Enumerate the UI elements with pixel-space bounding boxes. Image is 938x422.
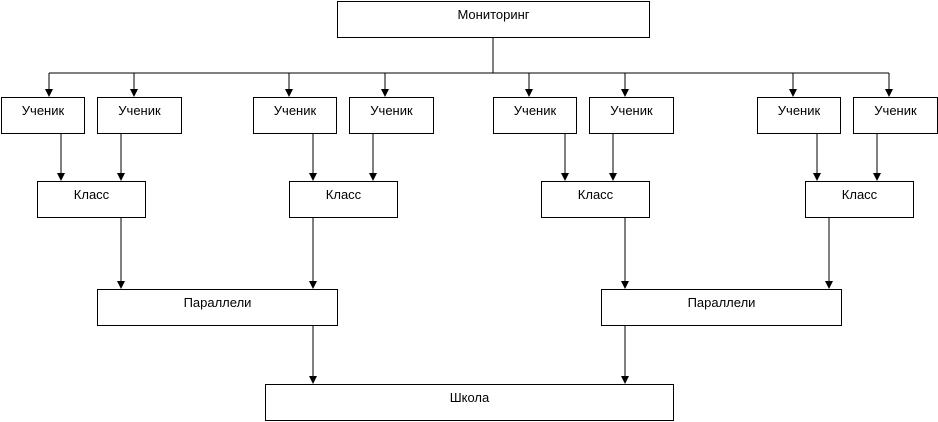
node-parallels-1: Параллели: [97, 289, 338, 326]
node-student-8: Ученик: [853, 97, 938, 134]
node-student-7: Ученик: [757, 97, 841, 134]
node-student-4: Ученик: [349, 97, 434, 134]
node-class-3: Класс: [541, 181, 650, 218]
node-student-3: Ученик: [253, 97, 337, 134]
node-student-6: Ученик: [589, 97, 674, 134]
node-school: Школа: [265, 384, 674, 421]
node-monitoring: Мониторинг: [337, 1, 650, 38]
node-student-5: Ученик: [493, 97, 577, 134]
node-class-4: Класс: [805, 181, 914, 218]
node-class-2: Класс: [289, 181, 398, 218]
node-student-1: Ученик: [1, 97, 85, 134]
node-class-1: Класс: [37, 181, 146, 218]
node-student-2: Ученик: [97, 97, 182, 134]
node-parallels-2: Параллели: [601, 289, 842, 326]
